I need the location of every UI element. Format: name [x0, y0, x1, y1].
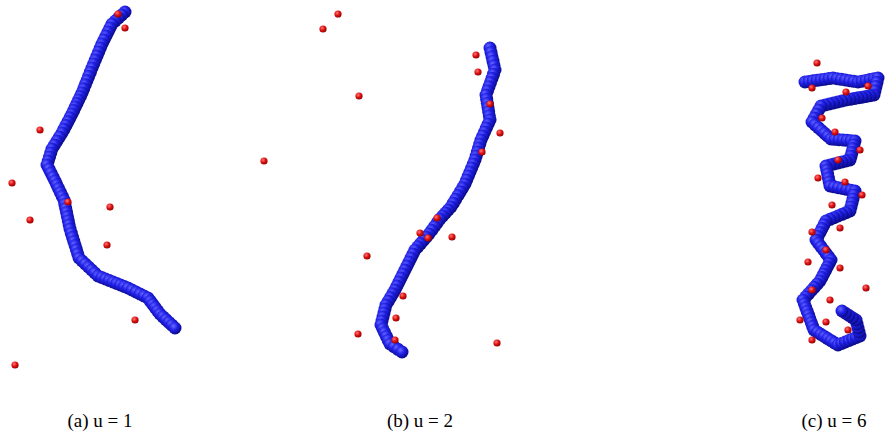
counterion: [804, 258, 811, 265]
counterion: [818, 114, 825, 121]
counterion: [836, 264, 843, 271]
counterion: [355, 92, 362, 99]
counterion: [841, 178, 848, 185]
counterion: [834, 156, 841, 163]
counterion: [808, 228, 815, 235]
counterion: [26, 216, 33, 223]
counterion: [114, 10, 121, 17]
counterion: [858, 191, 865, 198]
monomer-bead: [836, 305, 849, 318]
counterion: [354, 330, 361, 337]
counterion: [64, 198, 71, 205]
counterion: [844, 326, 851, 333]
counterion: [831, 128, 838, 135]
counterion: [478, 148, 485, 155]
counterion: [106, 203, 113, 210]
counterion: [836, 224, 843, 231]
monomer-bead: [169, 322, 182, 335]
panel-caption: (c) u = 6: [801, 410, 866, 432]
counterion: [416, 229, 423, 236]
counterion: [826, 296, 833, 303]
counterion: [822, 246, 829, 253]
counterion: [399, 292, 406, 299]
counterion: [474, 68, 481, 75]
counterion: [11, 361, 18, 368]
counterion: [334, 10, 341, 17]
counterion: [864, 82, 871, 89]
counterion: [363, 252, 370, 259]
counterion: [448, 233, 455, 240]
panel-caption: (b) u = 2: [387, 410, 453, 432]
counterion: [8, 179, 15, 186]
counterion: [472, 51, 479, 58]
counterion: [862, 284, 869, 291]
counterion: [828, 201, 835, 208]
counterion: [496, 129, 503, 136]
counterion: [36, 126, 43, 133]
counterion: [813, 59, 820, 66]
counterion: [433, 214, 440, 221]
counterion: [424, 234, 431, 241]
counterion: [796, 316, 803, 323]
counterion: [131, 316, 138, 323]
counterion: [319, 25, 326, 32]
counterion: [486, 100, 493, 107]
counterion: [103, 241, 110, 248]
panel-caption: (a) u = 1: [67, 410, 132, 432]
counterion: [822, 318, 829, 325]
counterion: [391, 336, 398, 343]
counterion: [808, 336, 815, 343]
counterion: [392, 314, 399, 321]
counterion: [856, 146, 863, 153]
monomer-bead: [396, 346, 409, 359]
counterion: [121, 24, 128, 31]
counterion: [808, 84, 815, 91]
counterion: [842, 88, 849, 95]
counterion: [493, 339, 500, 346]
monomer-bead: [808, 281, 821, 294]
counterion: [260, 157, 267, 164]
counterion: [808, 286, 815, 293]
counterion: [814, 174, 821, 181]
